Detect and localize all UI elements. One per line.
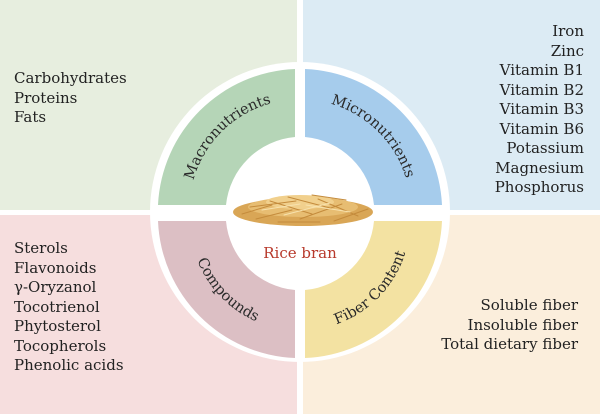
list-item: Carbohydrates <box>14 69 127 87</box>
list-item: Fats <box>14 108 47 126</box>
list-item: Total dietary fiber <box>441 335 578 353</box>
list-item: Potassium <box>506 139 584 157</box>
micronutrients-list: Iron Zinc Vitamin B1 Vitamin B2 Vitamin … <box>495 22 584 198</box>
macronutrients-segment <box>158 69 295 205</box>
macronutrients-list: Carbohydrates Proteins Fats <box>14 69 127 128</box>
list-item: Vitamin B3 <box>499 100 584 118</box>
list-item: Vitamin B1 <box>499 61 584 79</box>
list-item: γ-Oryzanol <box>14 278 97 296</box>
fiber-content-segment <box>305 221 442 358</box>
list-item: Soluble fiber <box>480 296 578 314</box>
compounds-list: Sterols Flavonoids γ-Oryzanol Tocotrieno… <box>14 239 124 376</box>
list-item: Flavonoids <box>14 258 97 277</box>
micronutrients-segment <box>305 69 442 205</box>
list-item: Vitamin B2 <box>499 80 584 99</box>
list-item: Zinc <box>550 41 584 60</box>
list-item: Phosphorus <box>494 178 584 196</box>
compounds-segment <box>158 221 295 358</box>
list-item: Iron <box>552 22 584 40</box>
rice-bran-pile-icon <box>233 194 373 226</box>
list-item: Tocopherols <box>14 336 107 355</box>
list-item: Phenolic acids <box>14 356 124 374</box>
fiber-content-list: Soluble fiber Insoluble fiber Total diet… <box>441 296 578 355</box>
center-label: Rice bran <box>263 244 337 262</box>
list-item: Sterols <box>14 239 68 257</box>
list-item: Vitamin B6 <box>499 119 584 138</box>
list-item: Proteins <box>14 88 78 107</box>
list-item: Phytosterol <box>14 317 101 335</box>
list-item: Insoluble fiber <box>467 315 578 334</box>
list-item: Magnesium <box>495 158 584 177</box>
list-item: Tocotrienol <box>14 297 100 316</box>
